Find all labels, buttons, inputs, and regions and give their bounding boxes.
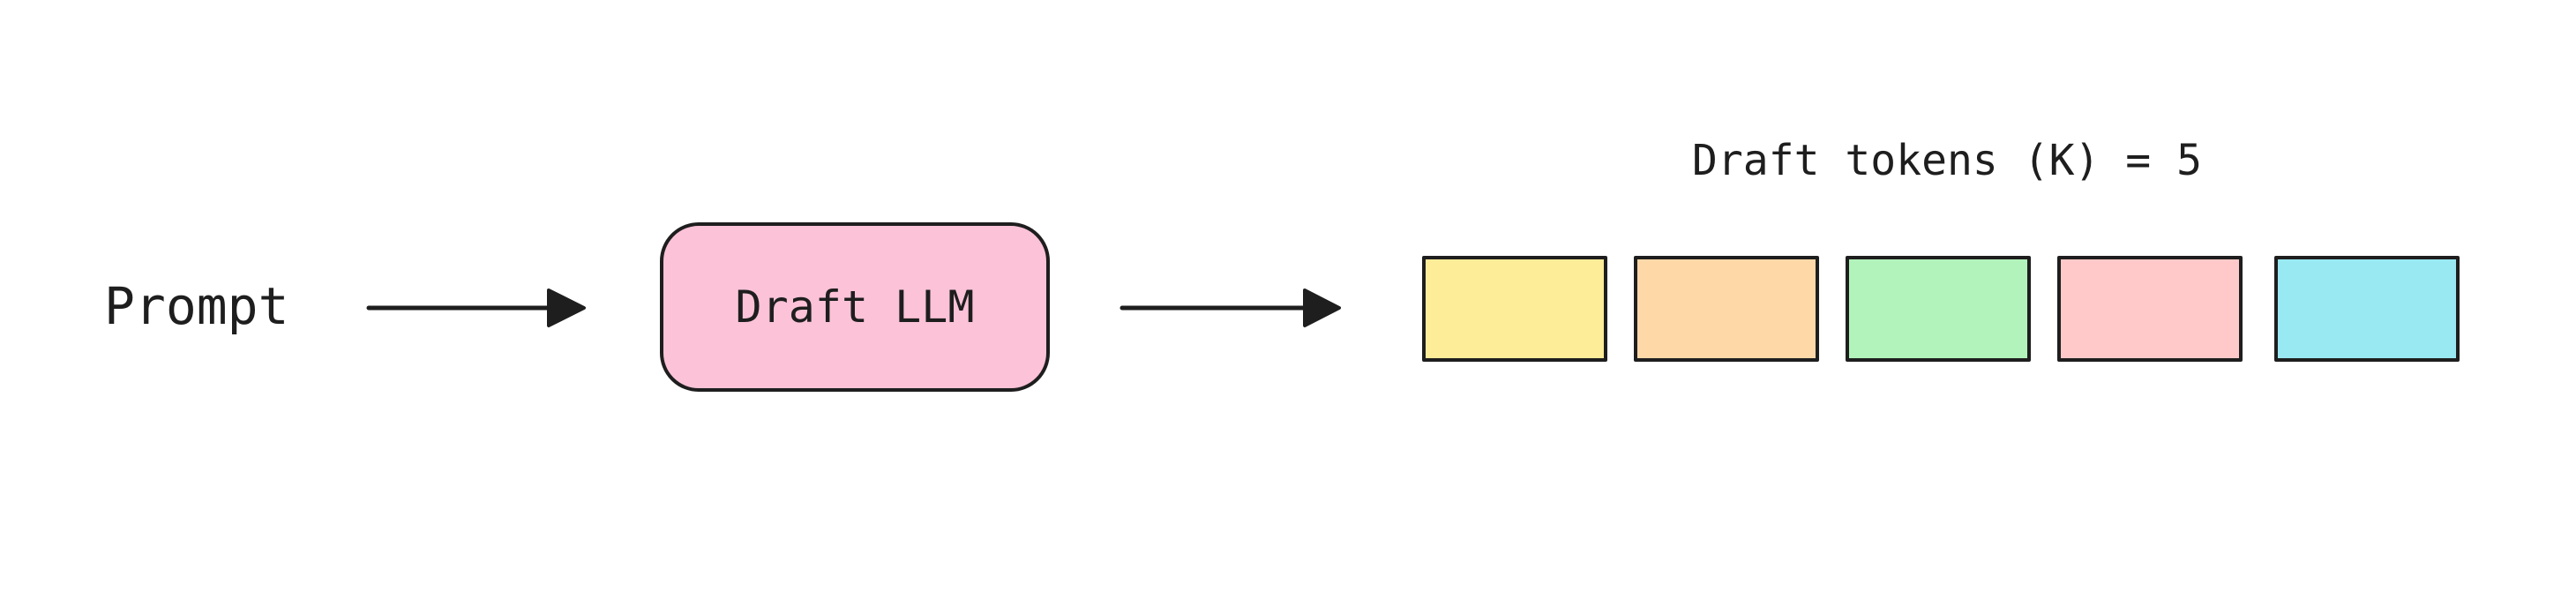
draft-token-5 [2274,256,2460,362]
draft-token-1 [1422,256,1607,362]
draft-token-2 [1634,256,1819,362]
prompt-label: Prompt [104,276,289,336]
draft-llm-box: Draft LLM [660,222,1050,392]
draft-token-4 [2057,256,2243,362]
draft-tokens-label: Draft tokens (K) = 5 [1692,136,2202,185]
draft-llm-label: Draft LLM [735,281,975,333]
draft-token-3 [1846,256,2031,362]
